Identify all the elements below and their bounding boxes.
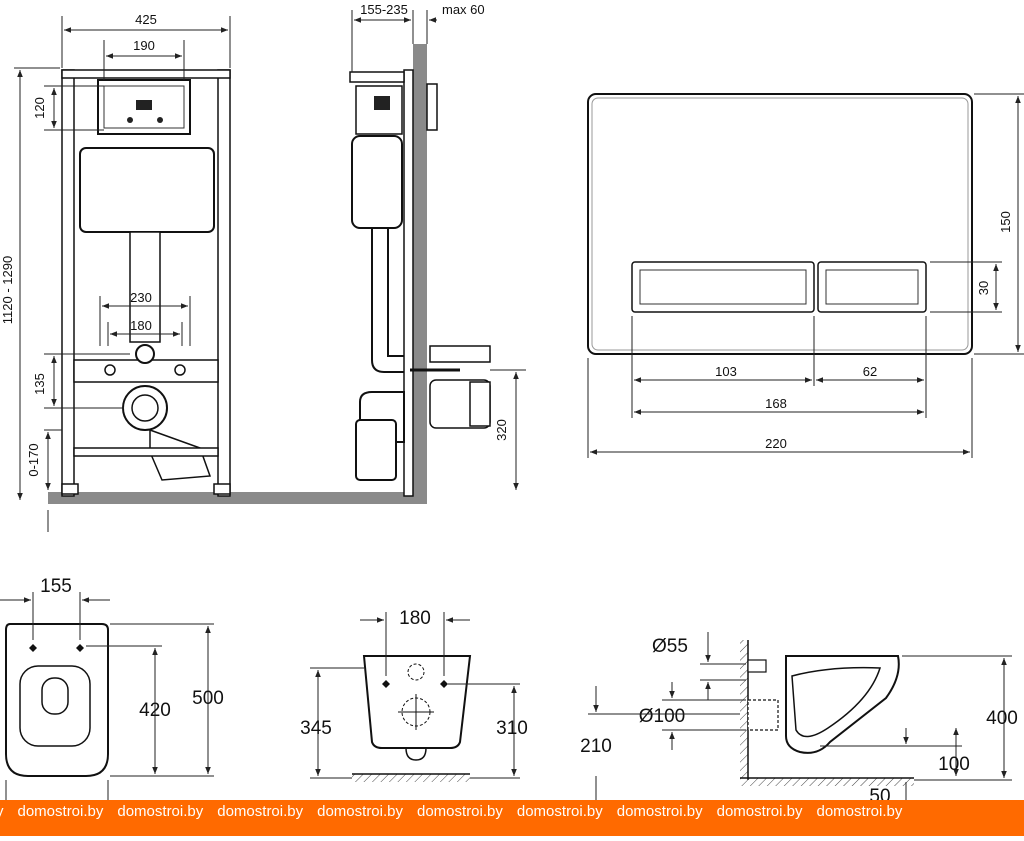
flush-plate-view: 150 30 103 62 168 220 xyxy=(587,93,1024,458)
floor xyxy=(48,492,418,504)
cistern-side xyxy=(351,135,403,229)
dim-500: 500 xyxy=(192,688,224,709)
floor-hatch xyxy=(352,774,470,782)
bowl-outline-side xyxy=(785,655,900,754)
dim-d100: Ø100 xyxy=(639,706,685,727)
dim-0-170: 0-170 xyxy=(26,443,41,476)
dim-d55: Ø55 xyxy=(652,636,688,657)
dim-max-60: max 60 xyxy=(442,2,485,17)
wall-section xyxy=(413,44,427,504)
dim-100-side: 100 xyxy=(938,754,970,775)
watermark-text: domostroi.by xyxy=(816,803,903,820)
bowl-outline-front xyxy=(362,655,472,749)
watermark-text: domostroi.by xyxy=(616,803,703,820)
dim-220: 220 xyxy=(765,436,787,451)
dim-320: 320 xyxy=(494,419,509,441)
flush-pipe xyxy=(129,231,161,343)
frame-front-view: 425 190 120 1120 - 1290 230 180 135 0-17… xyxy=(0,12,418,532)
water-inlet xyxy=(135,344,155,364)
flush-plate xyxy=(587,93,973,355)
bowl-side-view: Ø55 Ø100 210 400 100 50 xyxy=(580,632,1018,807)
dim-168: 168 xyxy=(765,396,787,411)
dim-135: 135 xyxy=(32,373,47,395)
watermark-text: domostroi.by xyxy=(516,803,603,820)
dim-120: 120 xyxy=(32,97,47,119)
watermark-text: domostroi.by xyxy=(317,803,403,820)
floor-hatch-side xyxy=(740,778,914,786)
watermark-text: domostroi.by xyxy=(17,803,104,820)
watermark-text: domostroi.by xyxy=(716,803,803,820)
dim-310: 310 xyxy=(496,718,528,739)
bowl-front-view: 180 345 310 xyxy=(300,608,528,782)
dim-190: 190 xyxy=(133,38,155,53)
dim-180-front: 180 xyxy=(130,318,152,333)
dim-30: 30 xyxy=(976,281,991,295)
dim-420: 420 xyxy=(139,700,171,721)
wall-hatch xyxy=(740,640,748,778)
dim-1120-1290: 1120 - 1290 xyxy=(0,256,15,324)
watermark-row: y domostroi.by domostroi.by domostroi.by dom… xyxy=(0,803,916,820)
bowl-top-view: 155 420 500 355 xyxy=(0,576,224,841)
dim-230: 230 xyxy=(130,290,152,305)
dim-345: 345 xyxy=(300,718,332,739)
dim-155-235: 155-235 xyxy=(360,2,408,17)
dim-62: 62 xyxy=(863,364,877,379)
flush-mechanism xyxy=(97,79,191,135)
watermark-text: y xyxy=(0,803,4,820)
dim-150: 150 xyxy=(998,211,1013,233)
frame-upright-right xyxy=(217,69,231,497)
dim-103: 103 xyxy=(715,364,737,379)
dim-180-bowl: 180 xyxy=(399,608,431,629)
flush-button-small xyxy=(817,261,927,313)
frame-side-view: 155-235 max 60 320 xyxy=(349,2,526,504)
flush-button-large xyxy=(631,261,815,313)
watermark-bar: y domostroi.by domostroi.by domostroi.by dom… xyxy=(0,800,1024,836)
dim-155: 155 xyxy=(40,576,72,597)
watermark-text: domostroi.by xyxy=(117,803,204,820)
dim-400: 400 xyxy=(986,708,1018,729)
dim-425: 425 xyxy=(135,12,157,27)
cistern xyxy=(79,147,215,233)
watermark-text: domostroi.by xyxy=(417,803,503,820)
watermark-text: domostroi.by xyxy=(217,803,304,820)
dim-210: 210 xyxy=(580,736,612,757)
frame-upright-left xyxy=(61,69,75,497)
